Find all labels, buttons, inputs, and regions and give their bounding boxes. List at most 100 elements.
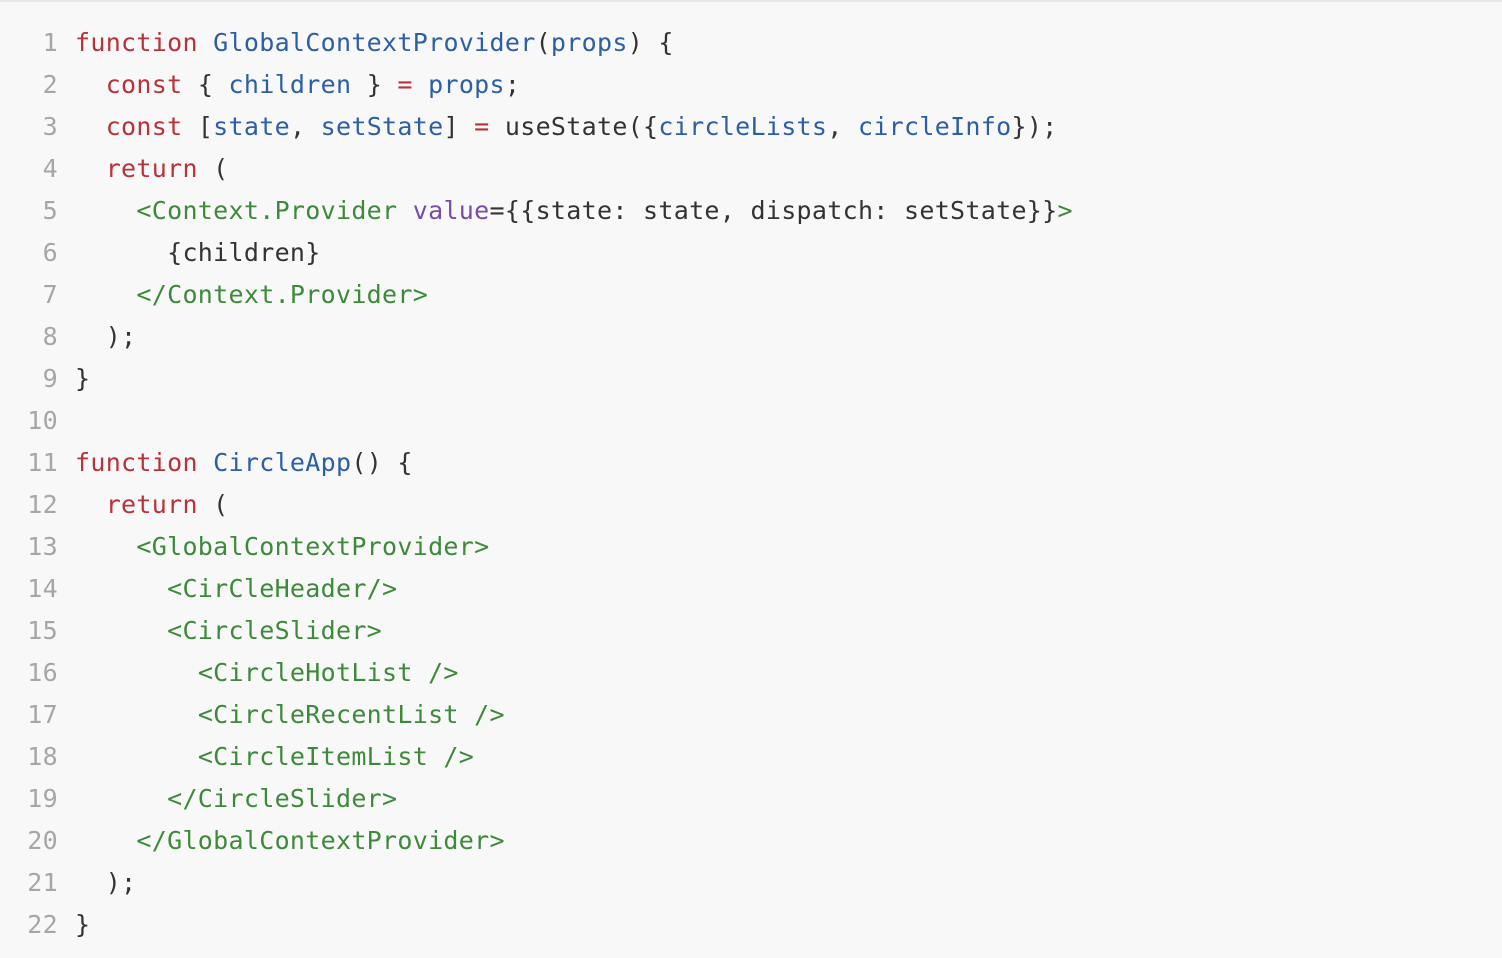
code-token [75,154,106,183]
code-token [75,112,106,141]
code-token: <Context.Provider [136,196,398,225]
line-number: 9 [42,364,58,393]
line-number: 12 [27,490,58,519]
code-token: ( [197,490,229,519]
code-token: ( [535,28,551,57]
code-token [75,784,167,813]
code-text: </GlobalContextProvider> [75,820,505,862]
code-token: return [105,154,198,183]
code-text: ); [75,316,136,358]
line-number: 3 [42,112,58,141]
code-token: return [105,490,198,519]
code-token: { [182,70,229,99]
code-token [75,658,198,687]
code-token [198,28,213,57]
line-number: 17 [27,700,58,729]
code-token: <GlobalContextProvider> [136,532,490,561]
code-token [75,70,106,99]
code-token: {children} [75,238,321,267]
code-token [413,70,428,99]
line-number: 5 [42,196,58,225]
code-token: ); [75,868,137,897]
code-text: const { children } = props; [75,64,520,106]
code-token: ) { [627,28,674,57]
code-token: () { [351,448,413,477]
line-number: 11 [27,448,58,477]
code-token: </CircleSlider> [167,784,398,813]
code-token: }); [1011,112,1058,141]
code-token: = [474,112,490,141]
code-token: function [75,28,198,57]
code-token: children [228,70,352,99]
code-token: [ [182,112,214,141]
code-token: > [1057,196,1073,225]
line-number: 18 [27,742,58,771]
code-token [75,490,106,519]
code-token: GlobalContextProvider [213,28,536,57]
code-token: <CirCleHeader/> [167,574,398,603]
code-token: ={{state: state, dispatch: setState}} [489,196,1058,225]
code-token: <CircleRecentList /> [197,700,505,729]
code-token: </Context.Provider> [136,280,429,309]
code-token [397,196,412,225]
code-token: CircleApp [213,448,352,477]
code-token: const [105,112,183,141]
code-token: ; [504,70,521,99]
line-number: 14 [27,574,58,603]
line-number: 20 [27,826,58,855]
code-token [75,280,136,309]
code-token: <CircleHotList /> [197,658,459,687]
code-text: <CircleHotList /> [75,652,459,694]
line-number: 4 [42,154,58,183]
line-number: 21 [27,868,58,897]
code-token: props [550,28,628,57]
code-token: = [397,70,413,99]
code-token: const [105,70,183,99]
code-token: <CircleSlider> [167,616,383,645]
code-token: setState [320,112,444,141]
code-token [75,574,167,603]
code-text: function GlobalContextProvider(props) { [75,22,674,64]
code-token: , [827,112,858,141]
line-number: 10 [27,406,58,435]
code-text: } [75,904,90,946]
code-token: function [75,448,198,477]
code-token: state [213,112,290,141]
code-token [75,700,198,729]
code-text: return ( [75,484,229,526]
code-token: useState({ [489,112,659,141]
code-token: } [351,70,398,99]
code-token [75,826,136,855]
line-number: 8 [42,322,58,351]
code-text: <CircleRecentList /> [75,694,505,736]
code-text: </CircleSlider> [75,778,397,820]
code-token: , [289,112,321,141]
line-number: 13 [27,532,58,561]
line-number: 16 [27,658,58,687]
code-text: } [75,358,90,400]
code-text: return ( [75,148,229,190]
code-token [75,616,167,645]
code-token: } [75,364,91,393]
line-number: 7 [42,280,58,309]
code-token: circleLists [658,112,828,141]
code-text: </Context.Provider> [75,274,428,316]
code-token: ( [197,154,229,183]
code-token: } [75,910,91,939]
code-text: <CirCleHeader/> [75,568,397,610]
code-text: {children} [75,232,321,274]
line-number: 1 [42,28,58,57]
line-number: 22 [27,910,58,939]
code-token: <CircleItemList /> [197,742,475,771]
line-number: 19 [27,784,58,813]
code-token: </GlobalContextProvider> [136,826,505,855]
code-token: value [412,196,490,225]
code-text: <Context.Provider value={{state: state, … [75,190,1073,232]
code-token: circleInfo [857,112,1012,141]
code-token [75,742,198,771]
line-number: 2 [42,70,58,99]
code-token [75,532,136,561]
line-number: 15 [27,616,58,645]
code-text: <CircleItemList /> [75,736,474,778]
